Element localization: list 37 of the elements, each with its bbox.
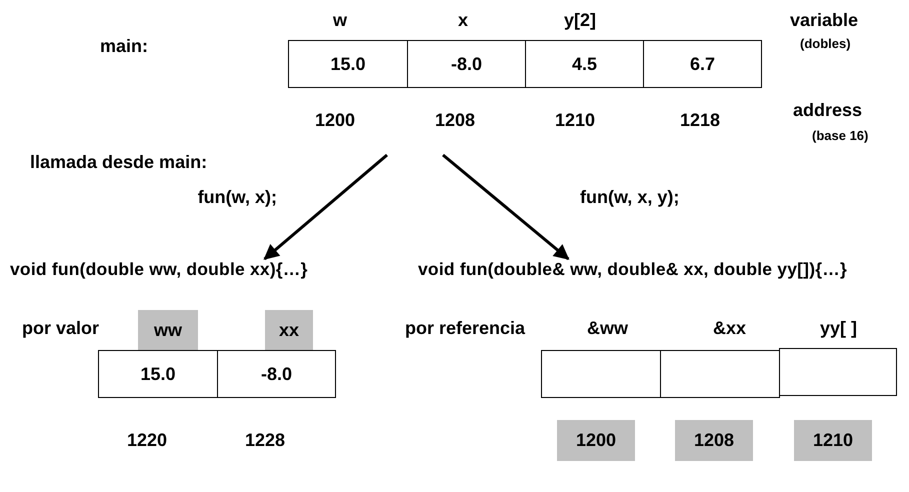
label-text: x	[458, 10, 468, 31]
memory-cell: 4.5	[525, 40, 644, 88]
label-text: por referencia	[405, 318, 526, 339]
memory-cell: 6.7	[643, 40, 762, 88]
label-text: (dobles)	[800, 36, 851, 51]
arrow	[442, 154, 570, 260]
label-text: 1200	[315, 110, 356, 131]
highlighted-label: ww	[138, 310, 198, 350]
arrow	[264, 154, 388, 260]
function-signature: void fun(double ww, double xx){…}	[10, 259, 308, 280]
label-text: por valor	[22, 318, 100, 339]
highlighted-label: 1208	[675, 420, 753, 461]
label-text: fun(w, x);	[196, 187, 277, 208]
highlighted-label: xx	[265, 310, 313, 350]
highlighted-label: 1200	[557, 420, 635, 461]
memory-cell: -8.0	[217, 350, 336, 398]
label-text: 1228	[245, 430, 286, 451]
highlighted-label: 1210	[794, 420, 872, 461]
label-text: 1210	[555, 110, 596, 131]
function-signature: void fun(double& ww, double& xx, double yy[]){…}	[418, 259, 847, 280]
label-text: variable	[790, 10, 858, 31]
memory-cell: 15.0	[98, 350, 218, 398]
label-text: w	[333, 10, 348, 31]
label-text: main:	[100, 36, 148, 57]
label-text: fun(w, x, y);	[580, 187, 680, 208]
label-text: 1220	[127, 430, 168, 451]
label-text: (base 16)	[812, 128, 868, 143]
label-text: 1218	[680, 110, 720, 131]
label-text: &xx	[713, 318, 746, 339]
memory-cell: 15.0	[288, 40, 408, 88]
label-text: llamada desde main:	[30, 152, 208, 173]
label-text: &ww	[587, 318, 628, 339]
label-text: address	[793, 100, 862, 121]
memory-cell: -8.0	[407, 40, 526, 88]
label-text: y[2]	[564, 10, 596, 31]
label-text: 1208	[435, 110, 476, 131]
label-text: yy[ ]	[820, 318, 858, 339]
